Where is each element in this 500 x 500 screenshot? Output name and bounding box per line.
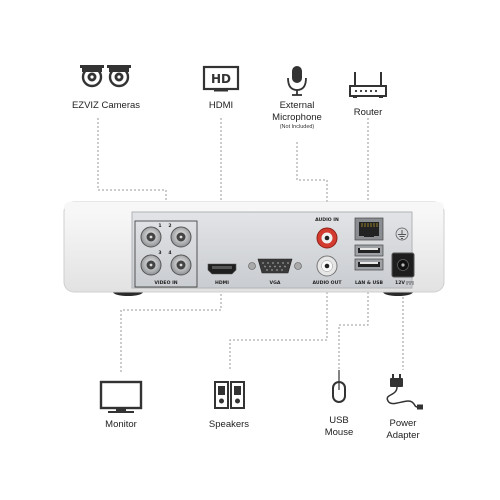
hdmi-port (207, 263, 237, 275)
label-external-microphone: External Microphone (Not Included) (262, 100, 332, 131)
bnc-connector-3 (140, 254, 162, 276)
line-usb-mouse (338, 280, 369, 370)
label-power-adapter: Power Adapter (373, 418, 433, 442)
line-cameras (97, 118, 167, 212)
usb-mouse-label-line1: USB (329, 415, 349, 426)
microphone-label-line1: External (279, 100, 315, 111)
mouse-icon (332, 370, 346, 403)
audio-out-port (316, 255, 338, 277)
router-label: Router (353, 107, 383, 118)
hd-screen-icon: HD (202, 65, 240, 92)
usb-port-1 (354, 244, 384, 257)
label-usb-mouse: USB Mouse (309, 415, 369, 439)
hdmi-port-label: HDMI (215, 280, 229, 286)
bnc-number-4: 4 (168, 250, 171, 256)
speakers-icon (214, 381, 245, 409)
label-router: Router (338, 107, 398, 119)
usb-port-2 (354, 258, 384, 271)
bnc-number-1: 1 (158, 223, 161, 229)
bnc-connector-2 (170, 226, 192, 248)
power-port (391, 252, 415, 278)
line-speakers (229, 280, 328, 370)
label-monitor: Monitor (91, 419, 151, 431)
label-ezviz-cameras: EZVIZ Cameras (56, 100, 156, 112)
ground-icon (395, 227, 409, 241)
audio-in-port (316, 227, 338, 249)
video-in-bracket (134, 220, 198, 288)
bnc-number-2: 2 (168, 223, 171, 229)
router-icon (349, 72, 387, 98)
power-label-line2: Adapter (386, 430, 420, 441)
label-speakers: Speakers (199, 419, 259, 431)
bnc-connector-4 (170, 254, 192, 276)
microphone-note: (Not Included) (279, 124, 315, 130)
lan-usb-label: LAN & USB (355, 280, 384, 286)
lan-port (354, 217, 384, 241)
bnc-connector-1 (140, 226, 162, 248)
monitor-icon (99, 380, 143, 413)
audio-out-label: AUDIO OUT (313, 280, 343, 286)
line-monitor (120, 282, 222, 372)
bnc-number-3: 3 (158, 250, 161, 256)
microphone-label-line2: Microphone (272, 112, 322, 123)
power-label-line1: Power (389, 418, 417, 429)
video-in-label: VIDEO IN (154, 280, 177, 286)
power-port-label: 12V (395, 280, 405, 286)
speakers-label: Speakers (208, 419, 250, 430)
label-hdmi: HDMI (191, 100, 251, 112)
line-microphone (296, 142, 328, 214)
microphone-icon (287, 66, 307, 96)
hdmi-label: HDMI (208, 100, 234, 111)
connection-lines (97, 118, 404, 372)
hd-icon-text: HD (211, 72, 231, 86)
power-adapter-icon (386, 374, 423, 410)
camera-icon (80, 65, 131, 88)
audio-in-label: AUDIO IN (315, 217, 339, 223)
vga-port (248, 258, 302, 274)
cameras-label: EZVIZ Cameras (71, 100, 141, 111)
vga-port-label: VGA (270, 280, 281, 286)
dc-symbol-icon (406, 281, 414, 285)
monitor-label: Monitor (105, 419, 137, 430)
usb-mouse-label-line2: Mouse (324, 427, 354, 438)
dvr-device: 1 2 3 4 VIDEO IN HDMI VGA AUDIO IN (63, 201, 445, 296)
